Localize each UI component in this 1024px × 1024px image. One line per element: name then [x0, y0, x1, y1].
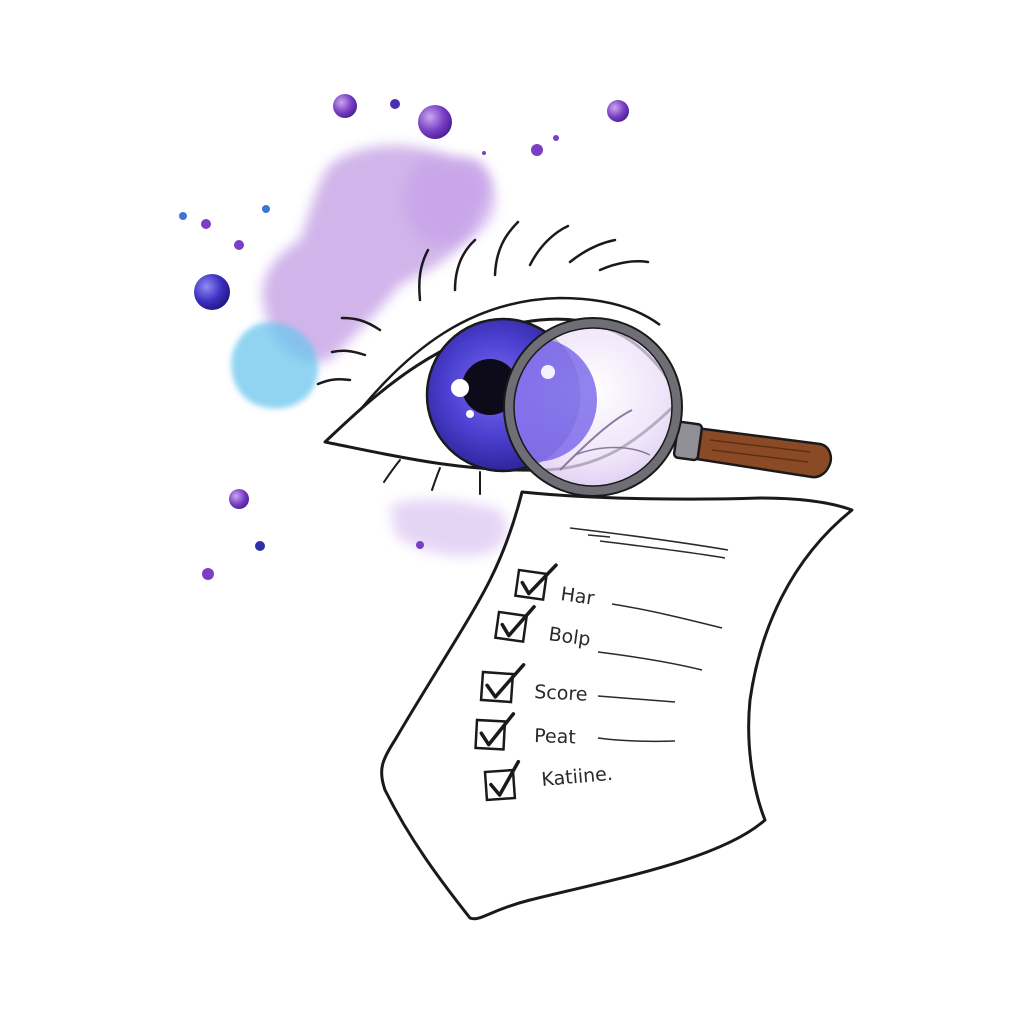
eyelashes	[316, 220, 650, 386]
droplet	[607, 100, 629, 122]
droplet	[194, 274, 230, 310]
paper	[380, 490, 854, 921]
droplet	[333, 94, 357, 118]
list-item-label: Score	[534, 681, 588, 706]
list-item: Har	[513, 563, 723, 629]
list-item-line	[597, 737, 676, 743]
handle	[688, 426, 832, 479]
checkbox-checked-icon	[474, 712, 516, 751]
droplets	[179, 94, 629, 756]
checkbox-checked-icon	[513, 563, 558, 602]
droplet	[418, 105, 452, 139]
droplet	[234, 240, 244, 250]
droplet	[255, 541, 265, 551]
droplet	[202, 568, 214, 580]
eye-highlight	[451, 379, 469, 397]
droplet	[482, 151, 486, 155]
blue-wash-left	[231, 322, 319, 409]
checklist-icon: Har Bolp Score Peat	[380, 490, 854, 921]
eye-highlight-small	[466, 410, 474, 418]
header-scribble	[569, 527, 729, 559]
droplet	[390, 99, 400, 109]
droplet	[229, 489, 249, 509]
list-item-line	[597, 651, 703, 671]
list-item: Score	[479, 663, 676, 706]
list-item-label: Har	[559, 583, 596, 610]
list-item-label: Peat	[534, 725, 576, 748]
list-item-line	[611, 603, 723, 629]
magnified-view	[509, 338, 651, 471]
checkbox-checked-icon	[479, 663, 526, 704]
handle-grain	[709, 439, 811, 463]
droplet	[416, 541, 424, 549]
list-item-line	[597, 695, 676, 703]
droplet	[262, 205, 270, 213]
lens-rim	[504, 318, 682, 496]
purple-wash-small	[390, 499, 508, 557]
droplet	[531, 144, 543, 156]
lower-lashes	[383, 459, 481, 495]
watercolor-splashes	[231, 145, 508, 855]
checkbox-checked-icon	[483, 759, 521, 802]
list-item: Peat	[474, 712, 676, 751]
purple-wash-top	[403, 156, 496, 245]
droplet	[553, 135, 559, 141]
droplet	[201, 219, 211, 229]
upper-lid-crease	[359, 296, 661, 411]
magnifying-glass-icon	[503, 317, 832, 497]
droplet	[179, 212, 187, 220]
checkbox-checked-icon	[493, 605, 536, 644]
lens-rim-inner	[513, 327, 673, 487]
